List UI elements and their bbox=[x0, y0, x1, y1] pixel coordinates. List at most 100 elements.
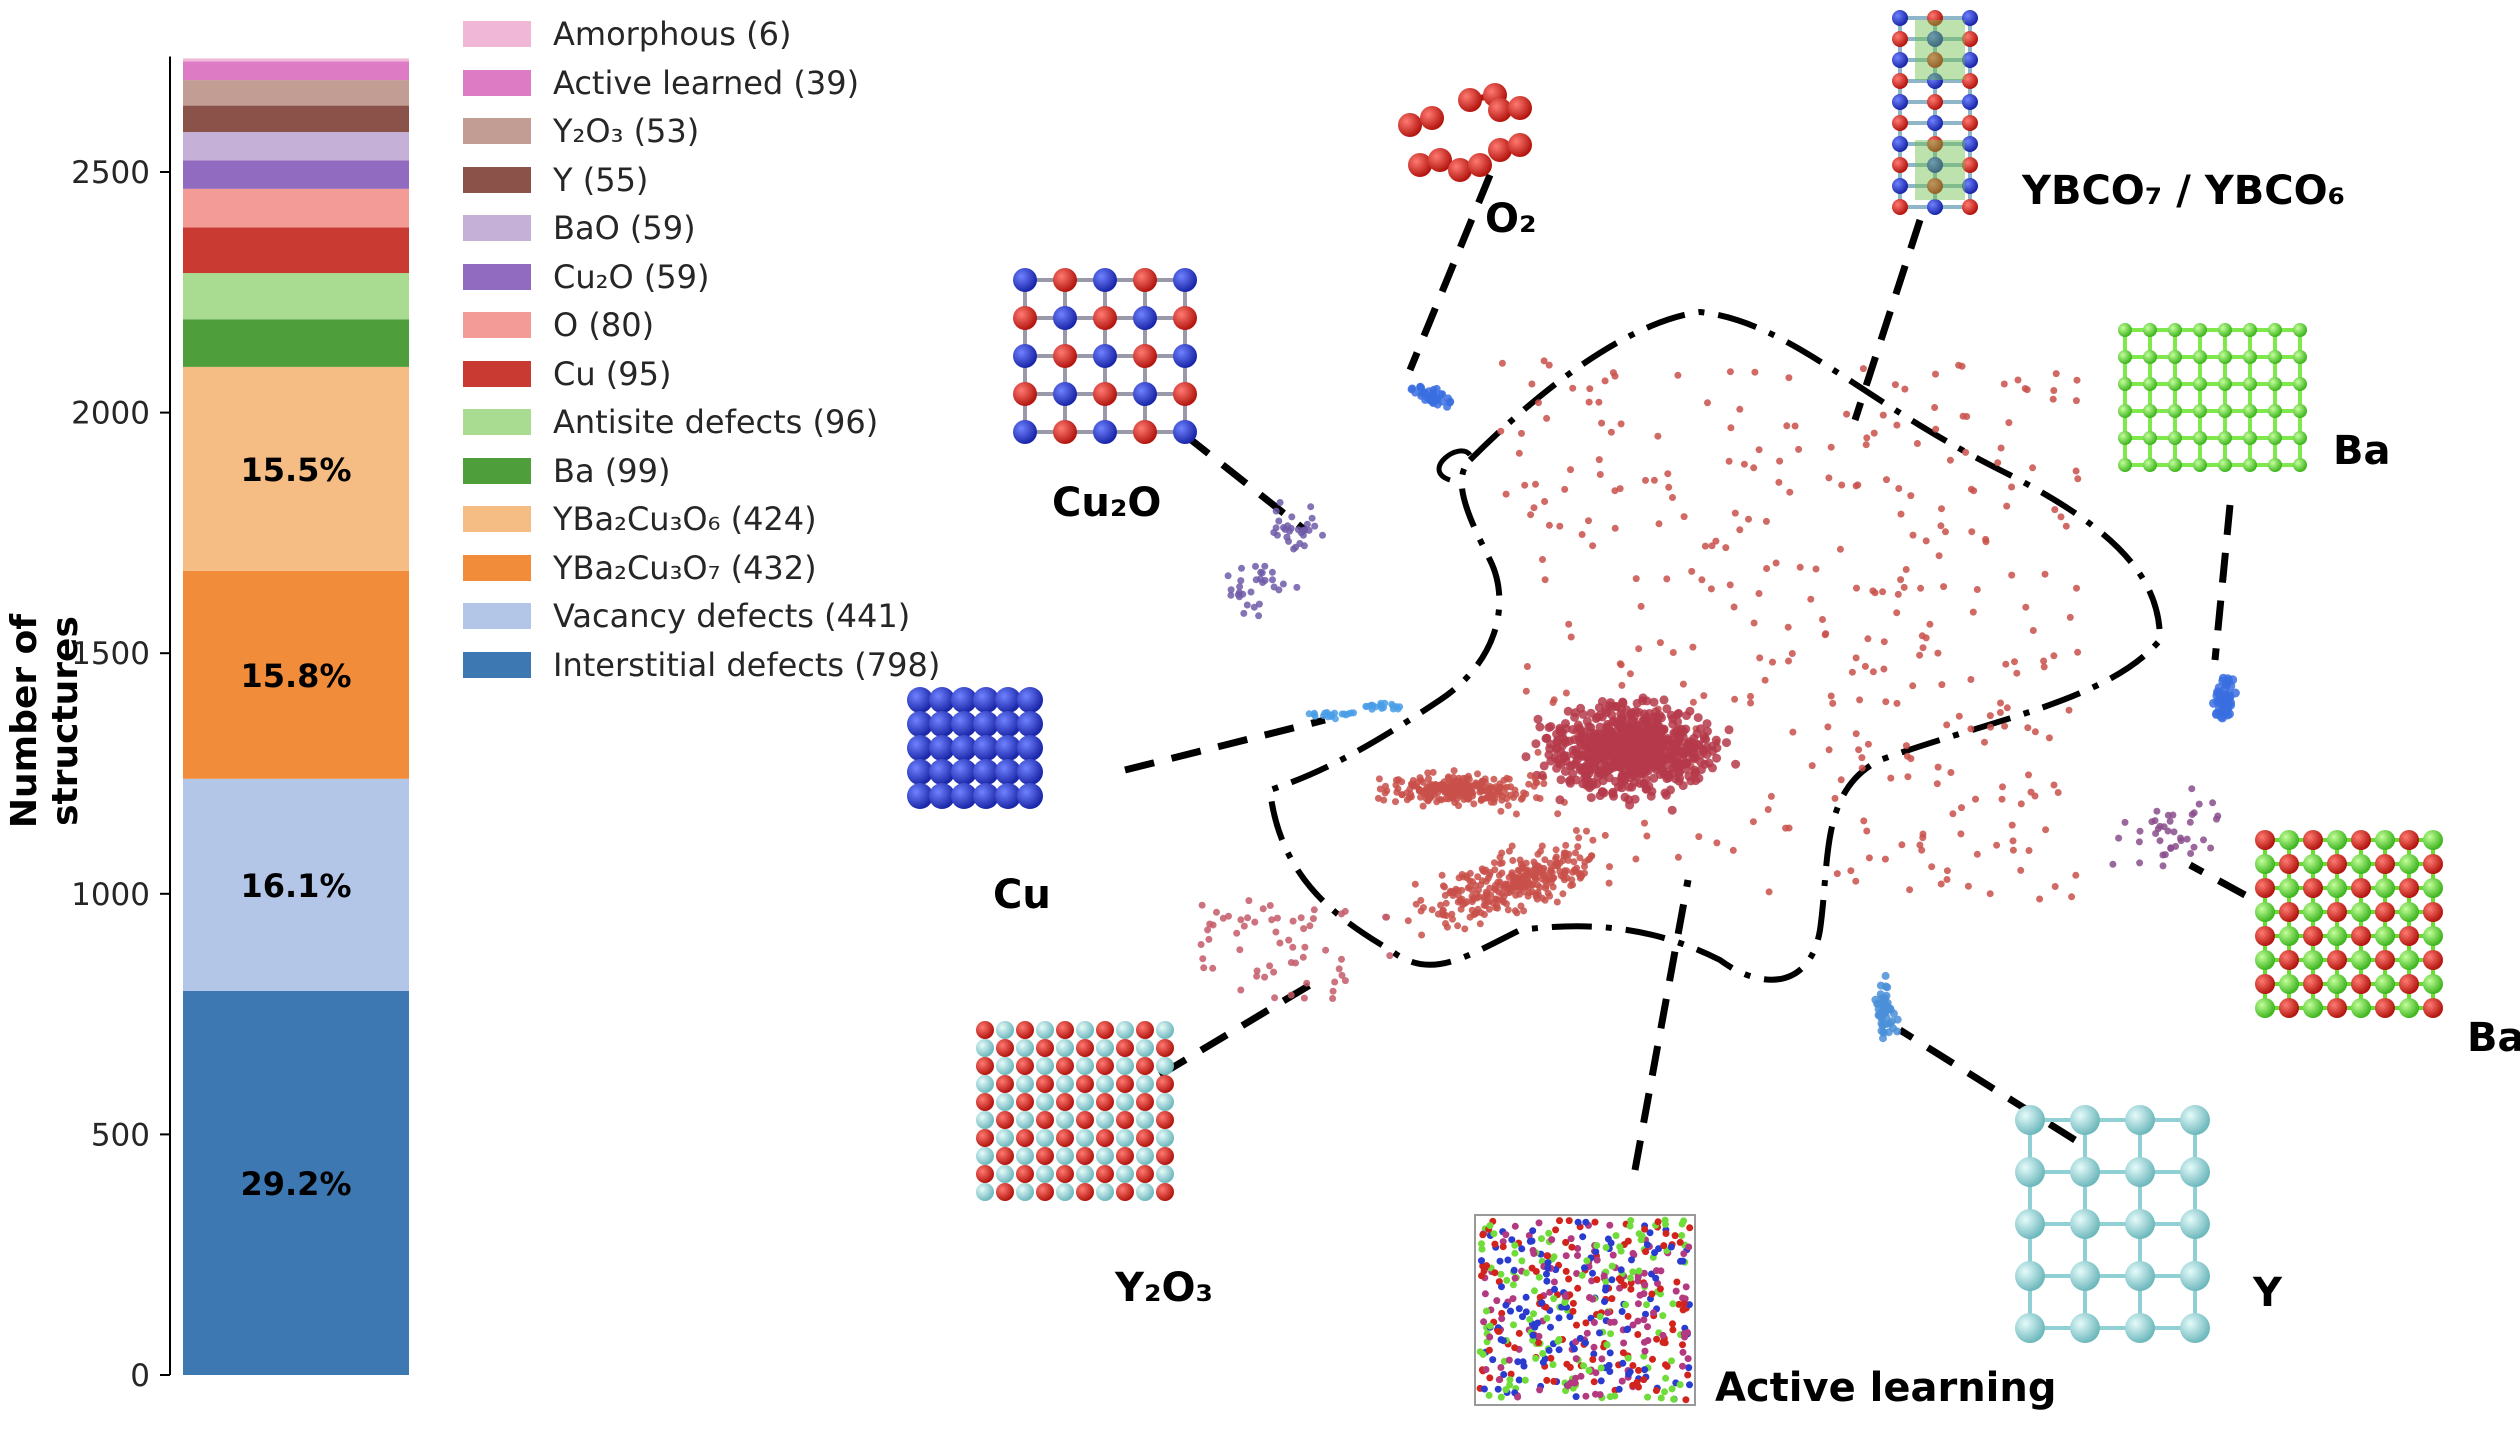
legend-swatch bbox=[463, 506, 531, 532]
leader-cu bbox=[1124, 716, 1326, 774]
legend-label: BaO (59) bbox=[553, 209, 696, 247]
legend-swatch bbox=[463, 554, 531, 581]
bar-segment-11 bbox=[183, 80, 409, 106]
label-o2: O₂ bbox=[1485, 196, 1537, 242]
legend-entry: YBa₂Cu₃O₆ (424) bbox=[463, 497, 817, 541]
bar-segment-8 bbox=[183, 160, 409, 189]
legend-swatch bbox=[463, 457, 531, 484]
bar-segment-12 bbox=[183, 61, 409, 81]
legend-label: Ba (99) bbox=[553, 451, 671, 490]
scatter-cluster bbox=[1404, 827, 1613, 939]
legend-label: YBa₂Cu₃O₇ (432) bbox=[553, 548, 817, 587]
y-tick-label-4: 2000 bbox=[71, 396, 150, 432]
legend-entry: Vacancy defects (441) bbox=[463, 594, 910, 638]
legend-swatch bbox=[463, 409, 531, 435]
cu2o-structure-icon bbox=[1013, 268, 1197, 444]
stacked-bar-chart: 29.2%16.1%15.8%15.5% 0500100015002000250… bbox=[71, 56, 409, 1394]
y-tick-label-1: 500 bbox=[91, 1117, 150, 1153]
label-ybco: YBCO₇ / YBCO₆ bbox=[2022, 168, 2346, 214]
legend-entry: BaO (59) bbox=[463, 206, 696, 250]
scatter-cluster bbox=[1374, 767, 1548, 810]
leader-y2o3 bbox=[1158, 981, 1312, 1079]
legend-label: Cu (95) bbox=[553, 354, 672, 393]
region-boundary bbox=[1266, 308, 2164, 983]
scatter-cluster bbox=[1224, 562, 1301, 620]
leader-o2 bbox=[1406, 173, 1494, 372]
label-cu: Cu bbox=[993, 872, 1051, 918]
y2o3-structure-icon bbox=[976, 1021, 1174, 1201]
leader-inner bbox=[1436, 448, 1473, 483]
legend-label: O (80) bbox=[553, 306, 655, 344]
y-tick-label-5: 2500 bbox=[71, 155, 150, 191]
y-tick-label-2: 1000 bbox=[71, 877, 150, 913]
legend-swatch bbox=[463, 651, 531, 678]
bar-segment-4 bbox=[183, 319, 409, 367]
label-bao: BaO bbox=[2467, 1015, 2520, 1061]
legend-swatch bbox=[463, 312, 531, 338]
crystal-structures bbox=[907, 10, 2443, 1406]
bar-segment-6 bbox=[183, 227, 409, 274]
scatter-points bbox=[1197, 357, 2240, 1043]
legend-swatch bbox=[463, 69, 531, 96]
bar-segment-7 bbox=[183, 188, 409, 228]
bar-segment-9 bbox=[183, 132, 409, 161]
bar-segment-3 bbox=[183, 366, 409, 571]
y-tick-label-0: 0 bbox=[130, 1358, 150, 1394]
scatter-cluster bbox=[2109, 785, 2222, 870]
legend-entry: O (80) bbox=[463, 303, 654, 347]
label-ba: Ba bbox=[2333, 428, 2391, 474]
bao-structure-icon bbox=[2255, 830, 2443, 1018]
bar-segment-13 bbox=[183, 58, 409, 62]
label-active: Active learning bbox=[1715, 1365, 2057, 1411]
active-learning-icon bbox=[1474, 1214, 1696, 1406]
y-structure-icon bbox=[2015, 1105, 2210, 1343]
bar-pct-label-3: 15.5% bbox=[240, 451, 351, 489]
legend-swatch bbox=[463, 215, 531, 241]
cu-structure-icon bbox=[907, 687, 1043, 809]
scatter-cluster bbox=[1521, 693, 1741, 815]
legend-entry: Active learned (39) bbox=[463, 61, 859, 105]
leader-ybco bbox=[1851, 218, 1924, 422]
legend-entry: Ba (99) bbox=[463, 449, 670, 493]
legend-entry: Interstitial defects (798) bbox=[463, 643, 940, 687]
bar-segment-0 bbox=[183, 991, 409, 1375]
bar-pct-label-1: 16.1% bbox=[240, 867, 351, 905]
label-cu2o: Cu₂O bbox=[1052, 480, 1162, 526]
leader-ba bbox=[2211, 504, 2234, 661]
scatter-cluster bbox=[1496, 357, 2082, 903]
leader-bao bbox=[2188, 861, 2247, 899]
legend-swatch bbox=[463, 166, 531, 193]
legend-entry: Cu (95) bbox=[463, 352, 671, 396]
legend-swatch bbox=[463, 118, 531, 144]
legend-entry: Y (55) bbox=[463, 158, 648, 202]
label-y: Y bbox=[2253, 1270, 2282, 1316]
legend-entry: Cu₂O (59) bbox=[463, 255, 710, 299]
leader-y bbox=[1898, 1027, 2077, 1143]
ybco-structure-icon bbox=[1892, 10, 1978, 215]
scatter-cluster bbox=[1305, 709, 1358, 723]
scatter-cluster bbox=[2209, 673, 2240, 723]
legend-entry: Antisite defects (96) bbox=[463, 400, 878, 444]
leader-active bbox=[1631, 879, 1692, 1171]
y-tick-label-3: 1500 bbox=[71, 636, 150, 672]
label-y2o3: Y₂O₃ bbox=[1115, 1265, 1214, 1311]
scatter-cluster bbox=[1270, 499, 1326, 553]
ba-structure-icon bbox=[2118, 323, 2307, 472]
legend-label: Antisite defects (96) bbox=[553, 403, 879, 441]
legend-label: YBa₂Cu₃O₆ (424) bbox=[553, 500, 817, 538]
legend-label: Active learned (39) bbox=[553, 63, 860, 102]
legend-label: Amorphous (6) bbox=[553, 15, 792, 53]
legend-swatch bbox=[463, 21, 531, 47]
scatter-cluster bbox=[1197, 897, 1394, 1002]
legend-label: Y (55) bbox=[553, 160, 649, 199]
legend-entry: Y₂O₃ (53) bbox=[463, 109, 699, 153]
bar-pct-label-2: 15.8% bbox=[240, 657, 351, 695]
legend-label: Y₂O₃ (53) bbox=[553, 112, 700, 150]
bar-segment-5 bbox=[183, 273, 409, 320]
legend-label: Interstitial defects (798) bbox=[553, 645, 941, 684]
legend-label: Vacancy defects (441) bbox=[553, 597, 911, 635]
leader-lines bbox=[1124, 173, 2247, 1171]
scatter-cluster bbox=[1871, 971, 1902, 1043]
legend-entry: Amorphous (6) bbox=[463, 12, 791, 56]
